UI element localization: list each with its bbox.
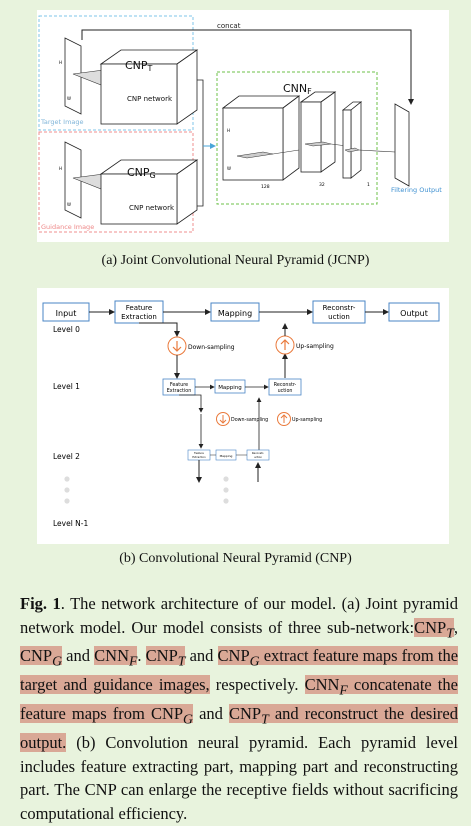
reconstruction-l2-line2: uction bbox=[254, 455, 262, 459]
caption-and: and bbox=[62, 646, 95, 666]
ellipsis-dot bbox=[64, 498, 70, 504]
target-image-plane bbox=[64, 37, 82, 115]
down-line-l1 bbox=[179, 394, 204, 413]
block1-depth: 128 bbox=[261, 184, 270, 190]
up-sampling-label-l1: Up-sampling bbox=[292, 417, 322, 423]
cnn-f-connect3 bbox=[358, 149, 396, 153]
block3-depth: 1 bbox=[367, 182, 370, 188]
cnn-f-title: CNNF bbox=[283, 82, 312, 96]
down-sampling-label-l1: Down-sampling bbox=[231, 417, 268, 423]
down-line-l0 bbox=[139, 322, 180, 337]
target-w: W bbox=[67, 96, 71, 101]
block1-h: H bbox=[227, 128, 230, 133]
feature-extraction-l2-line2: Extraction bbox=[192, 455, 206, 459]
hl-cnp-t: CNPT bbox=[414, 617, 454, 640]
reconstruction-box-l1 bbox=[268, 378, 302, 396]
jcnp-diagram: concat H W CNPT CNP network Target Image… bbox=[37, 10, 449, 242]
hl-cnp-t-2: CNPT bbox=[145, 646, 186, 669]
target-h: H bbox=[59, 60, 62, 65]
level-1-label: Level 1 bbox=[53, 382, 80, 391]
cnp-t-title: CNPT bbox=[125, 59, 153, 73]
cnp-svg: Input Feature Extraction Mapping Reconst… bbox=[42, 300, 440, 528]
output-label: Output bbox=[400, 309, 428, 318]
ellipsis-dot bbox=[64, 476, 70, 482]
cnn-f-block2-side bbox=[320, 91, 336, 173]
cnn-f-block1-side bbox=[282, 95, 300, 181]
caption-and3: and bbox=[192, 704, 229, 724]
feature-extraction-l1-line2: Extraction bbox=[167, 388, 192, 394]
caption-intro: . The network architecture of our model.… bbox=[20, 594, 459, 637]
hl-cnp-g: CNPG bbox=[20, 646, 63, 669]
cnn-f-block3-front bbox=[342, 109, 352, 179]
mapping-l2-label: Mapping bbox=[220, 454, 233, 458]
cnn-f-frame bbox=[216, 71, 378, 205]
cnn-f-block3-side bbox=[350, 101, 362, 179]
cnp-diagram: Input Feature Extraction Mapping Reconst… bbox=[37, 288, 449, 544]
output-box bbox=[388, 302, 440, 322]
reconstruction-l0-line1: Reconstr- bbox=[323, 304, 356, 312]
caption-a: (a) Joint Convolutional Neural Pyramid (… bbox=[101, 253, 370, 268]
guidance-w: W bbox=[67, 202, 71, 207]
caption-comma: , bbox=[453, 617, 458, 637]
cnn-f-block1-front bbox=[222, 107, 284, 181]
block1-w: W bbox=[227, 166, 231, 171]
caption-rest: (b) Convolution neural pyramid. Each pyr… bbox=[20, 733, 458, 823]
cnp-g-label: CNP network bbox=[129, 204, 175, 212]
caption-respectively: respectively. bbox=[209, 675, 305, 695]
ellipsis-dot bbox=[223, 487, 229, 493]
caption-b: (b) Convolutional Neural Pyramid (CNP) bbox=[119, 551, 352, 566]
merge-line-bottom bbox=[197, 146, 204, 207]
ellipsis-dot bbox=[223, 476, 229, 482]
ellipsis-dot bbox=[223, 498, 229, 504]
hl-cnn-f: CNNF bbox=[94, 646, 138, 669]
feature-extraction-l0-line2: Extraction bbox=[121, 313, 157, 321]
figure-label: Fig. 1 bbox=[20, 594, 61, 613]
guidance-image-label: Guidance Image bbox=[41, 223, 94, 231]
cnn-f-block2-front bbox=[300, 101, 322, 173]
down-sampling-label-l0: Down-sampling bbox=[188, 344, 235, 351]
figure-caption: Fig. 1. The network architecture of our … bbox=[20, 592, 459, 826]
guidance-h: H bbox=[59, 166, 62, 171]
feature-extraction-l0-line1: Feature bbox=[126, 304, 152, 312]
mapping-box-l1 bbox=[214, 379, 246, 394]
ellipsis-dot bbox=[64, 487, 70, 493]
merge-line-top bbox=[197, 79, 204, 146]
cnp-t-cube-front bbox=[100, 63, 178, 125]
down-arrow-icon-l1 bbox=[219, 415, 227, 424]
up-arrow-icon-l0 bbox=[280, 339, 290, 350]
target-image-label: Target Image bbox=[40, 118, 84, 126]
level-n1-label: Level N-1 bbox=[53, 519, 88, 528]
cnp-g-cube-front bbox=[100, 173, 178, 225]
level-0-label: Level 0 bbox=[53, 325, 80, 334]
guidance-image-plane bbox=[64, 141, 82, 219]
reconstruction-l1-line2: uction bbox=[278, 388, 293, 394]
output-plane bbox=[394, 103, 410, 187]
reconstruction-l1-line1: Reconstr- bbox=[274, 382, 297, 388]
block2-depth: 32 bbox=[319, 182, 325, 188]
up-arrow-icon-l1 bbox=[280, 414, 288, 423]
down-arrow-icon-l0 bbox=[172, 341, 182, 352]
filtering-output-label: Filtering Output bbox=[391, 186, 442, 194]
guidance-branch-frame bbox=[38, 131, 194, 233]
cnn-f-connect1 bbox=[272, 149, 300, 155]
feature-extraction-l1-line1: Feature bbox=[170, 382, 188, 388]
mapping-l0-label: Mapping bbox=[218, 309, 252, 318]
caption-and2: and bbox=[185, 646, 218, 666]
feature-extraction-l2-line1: Feature bbox=[194, 451, 204, 455]
up-sampling-label-l0: Up-sampling bbox=[296, 343, 334, 350]
caption-dot: . bbox=[137, 646, 146, 666]
input-label: Input bbox=[56, 309, 77, 318]
concat-line bbox=[81, 29, 414, 105]
cnp-t-label: CNP network bbox=[127, 95, 173, 103]
concat-label: concat bbox=[217, 22, 241, 30]
mapping-l1-label: Mapping bbox=[218, 385, 242, 391]
level-2-label: Level 2 bbox=[53, 452, 80, 461]
reconstruction-l0-line2: uction bbox=[328, 313, 350, 321]
reconstruction-l2-line1: Reconstr- bbox=[252, 451, 264, 455]
jcnp-svg: concat H W CNPT CNP network Target Image… bbox=[38, 15, 442, 233]
cnp-g-title: CNPG bbox=[127, 166, 156, 180]
